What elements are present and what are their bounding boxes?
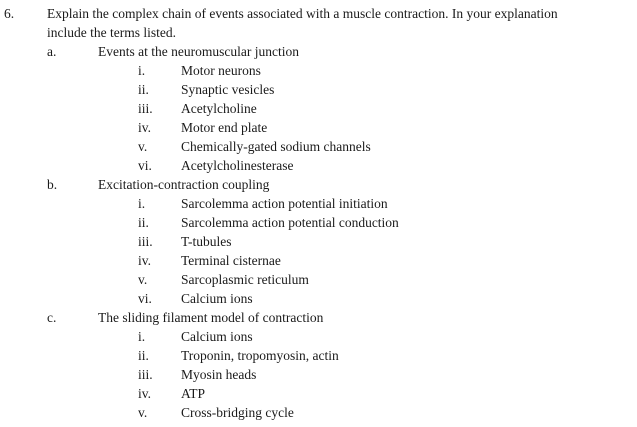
list-item: vi. Acetylcholinesterase [138,156,583,175]
list-item-text: Calcium ions [181,291,253,306]
list-item: iii. T-tubules [138,232,583,251]
list-item-text: Sarcolemma action potential conduction [181,215,399,230]
list-item: v. Chemically-gated sodium channels [138,137,583,156]
list-item-marker: ii. [138,82,149,97]
roman-list-indent: i. Motor neurons ii. Synaptic vesicles iii. A… [98,61,583,175]
section-c: c. The sliding filament model of contract… [47,308,583,422]
section-body: The sliding filament model of contractio… [98,308,583,422]
section-heading: Excitation-contraction coupling [98,177,270,192]
list-item-text: Sarcolemma action potential initiation [181,196,388,211]
roman-list: i. Sarcolemma action potential initiation… [138,194,583,308]
list-item: ii. Sarcolemma action potential conductio… [138,213,583,232]
list-item-text: Myosin heads [181,367,257,382]
list-item-text: Motor end plate [181,120,268,135]
section-a: a. Events at the neuromuscular junction i.… [47,42,583,175]
list-item-text: Terminal cisternae [181,253,281,268]
list-item-marker: iii. [138,367,153,382]
list-item-text: Calcium ions [181,329,253,344]
section-b: b. Excitation-contraction coupling i. Sarco… [47,175,583,308]
list-item: iv. Terminal cisternae [138,251,583,270]
list-item-marker: v. [138,139,148,154]
list-item-marker: vi. [138,158,152,173]
list-item: iii. Acetylcholine [138,99,583,118]
roman-list: i. Motor neurons ii. Synaptic vesicles iii. A… [138,61,583,175]
list-item-text: Sarcoplasmic reticulum [181,272,309,287]
list-item-text: ATP [181,386,206,401]
list-item-text: Acetylcholine [181,101,257,116]
list-item-marker: v. [138,405,148,420]
list-item-marker: vi. [138,291,152,306]
roman-list-indent: i. Calcium ions ii. Troponin, tropomyosin, … [98,327,583,422]
list-item: ii. Synaptic vesicles [138,80,583,99]
list-item: vi. Calcium ions [138,289,583,308]
section-heading: Events at the neuromuscular junction [98,44,299,59]
list-item: i. Sarcolemma action potential initiation [138,194,583,213]
question-number: 6. [4,6,15,21]
list-item-marker: i. [138,196,146,211]
list-item: iv. ATP [138,384,583,403]
list-item-marker: ii. [138,348,149,363]
list-item-marker: iii. [138,234,153,249]
question-body: Explain the complex chain of events asso… [47,4,583,422]
section-marker: a. [47,44,57,59]
list-item-marker: iii. [138,101,153,116]
list-item-text: Chemically-gated sodium channels [181,139,371,154]
list-item-text: Troponin, tropomyosin, actin [181,348,339,363]
section-body: Excitation-contraction coupling i. Sarcole… [98,175,583,308]
list-item-text: Acetylcholinesterase [181,158,294,173]
list-item-text: Synaptic vesicles [181,82,275,97]
list-item: i. Calcium ions [138,327,583,346]
list-item: i. Motor neurons [138,61,583,80]
list-item-marker: i. [138,63,146,78]
list-item-text: Motor neurons [181,63,261,78]
list-item-text: T-tubules [181,234,232,249]
roman-list-indent: i. Sarcolemma action potential initiation… [98,194,583,308]
roman-list: i. Calcium ions ii. Troponin, tropomyosin, … [138,327,583,422]
list-item: iv. Motor end plate [138,118,583,137]
list-item-marker: iv. [138,386,151,401]
list-item: v. Sarcoplasmic reticulum [138,270,583,289]
list-item: v. Cross-bridging cycle [138,403,583,422]
list-item-marker: ii. [138,215,149,230]
list-item-marker: iv. [138,120,151,135]
section-body: Events at the neuromuscular junction i. Mo… [98,42,583,175]
section-heading: The sliding filament model of contractio… [98,310,324,325]
list-item-marker: i. [138,329,146,344]
section-marker: c. [47,310,57,325]
list-item: iii. Myosin heads [138,365,583,384]
question-block: 6. Explain the complex chain of events a… [0,4,637,422]
list-item-marker: iv. [138,253,151,268]
question-text: Explain the complex chain of events asso… [47,6,558,40]
sections-container: a. Events at the neuromuscular junction i.… [47,42,583,422]
list-item: ii. Troponin, tropomyosin, actin [138,346,583,365]
section-marker: b. [47,177,58,192]
list-item-text: Cross-bridging cycle [181,405,294,420]
list-item-marker: v. [138,272,148,287]
